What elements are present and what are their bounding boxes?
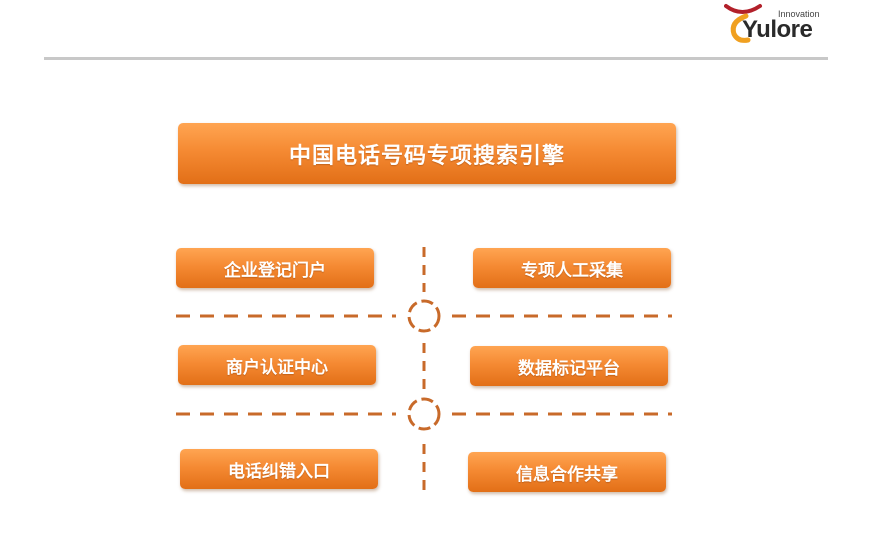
item-box-left-1: 企业登记门户 [176, 248, 374, 288]
item-box-right-3: 信息合作共享 [468, 452, 666, 492]
divider-circle-upper [407, 299, 441, 333]
title-box: 中国电话号码专项搜索引擎 [178, 123, 676, 184]
divider-circle-lower [407, 397, 441, 431]
logo-swoosh-icon [724, 4, 762, 43]
item-box-left-2: 商户认证中心 [178, 345, 376, 385]
header-rule [44, 57, 828, 60]
item-box-right-1: 专项人工采集 [473, 248, 671, 288]
logo-wordmark: Yulore [742, 16, 813, 43]
item-box-right-2: 数据标记平台 [470, 346, 668, 386]
item-box-left-3: 电话纠错入口 [180, 449, 378, 489]
logo-tagline: Innovation [778, 9, 820, 19]
yulore-logo: Innovation Yulore [724, 2, 834, 46]
